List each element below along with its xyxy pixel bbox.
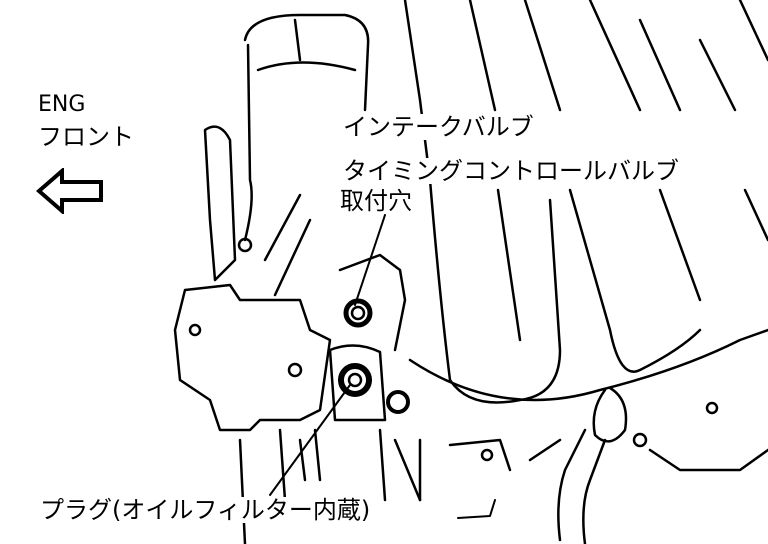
mounting-hole-and-plug [328, 253, 410, 422]
intake-tube [243, 13, 370, 242]
callout-line-intake-valve: インテークバルブ [343, 113, 534, 141]
callout-line-timing-control-valve: タイミングコントロールバルブ [343, 157, 679, 185]
leader-lines [269, 214, 496, 519]
eng-label: ENG [38, 92, 86, 117]
lower-block [238, 428, 422, 544]
callout-line-mounting-hole: 取付穴 [340, 187, 412, 215]
bracket [173, 125, 332, 432]
oil-pipe [418, 386, 768, 544]
front-label: フロント [38, 123, 134, 151]
callout-plug: プラグ(オイルフィルター内蔵) [40, 496, 371, 524]
intake-manifold-runners [403, 0, 768, 404]
left-arrow-icon [36, 168, 103, 214]
